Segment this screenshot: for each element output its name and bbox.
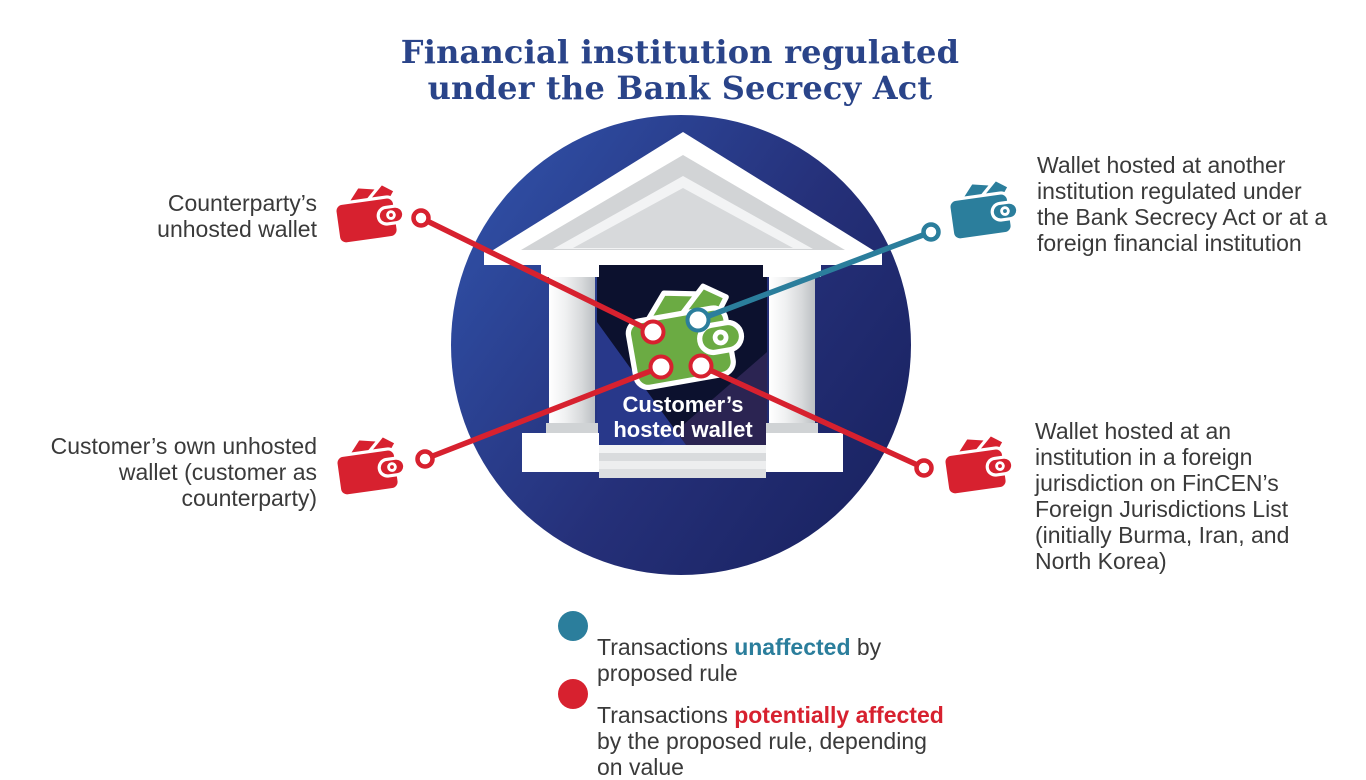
legend-prefix: Transactions bbox=[597, 702, 735, 728]
diagram-title: Financial institution regulated under th… bbox=[400, 33, 960, 107]
bank-building-icon bbox=[484, 132, 882, 478]
ring-top-left bbox=[411, 208, 431, 228]
line-counterparty-unhosted bbox=[419, 215, 655, 335]
line-customer-own-unhosted bbox=[424, 364, 662, 462]
bank-steps bbox=[599, 445, 766, 478]
legend-item-potentially-affected: Transactions potentially affected by the… bbox=[558, 676, 957, 780]
line-foreign-jurisdiction bbox=[699, 363, 926, 471]
bank-pediment bbox=[484, 132, 882, 265]
legend-dot-teal bbox=[558, 611, 588, 641]
bank-column-right bbox=[763, 265, 843, 472]
callout-foreign-jurisdiction: Wallet hosted at an institution in a for… bbox=[1035, 418, 1290, 574]
anchor-ring-bottom-right bbox=[688, 353, 714, 379]
legend-suffix: by the proposed rule, depending on value bbox=[597, 728, 927, 780]
legend-item-unaffected: Transactions unaffected by proposed rule bbox=[558, 608, 957, 686]
legend-prefix: Transactions bbox=[597, 634, 735, 660]
legend-highlight-potentially-affected: potentially affected bbox=[734, 702, 944, 728]
callout-customer-own-unhosted: Customer’s own unhosted wallet (customer… bbox=[50, 433, 317, 511]
callout-hosted-other-institution: Wallet hosted at another institution reg… bbox=[1037, 152, 1328, 256]
hosted-wallet-label: Customer’s hosted wallet bbox=[613, 392, 753, 442]
ring-top-right bbox=[921, 222, 941, 242]
transaction-lines bbox=[419, 215, 932, 471]
anchor-ring-top-left bbox=[640, 319, 666, 345]
legend-dot-red bbox=[558, 679, 588, 709]
legend-suffix: by proposed rule bbox=[597, 634, 882, 686]
ring-bottom-right bbox=[914, 458, 934, 478]
ring-bottom-left bbox=[415, 449, 435, 469]
callout-counterparty-unhosted: Counterparty’s unhosted wallet bbox=[157, 190, 317, 242]
legend-highlight-unaffected: unaffected bbox=[734, 634, 851, 660]
line-hosted-other-institution bbox=[697, 229, 932, 323]
anchor-ring-teal bbox=[685, 307, 711, 333]
wallet-anchor-rings bbox=[640, 307, 714, 380]
outer-connector-rings bbox=[411, 208, 941, 478]
red-wallet-icon-top-left bbox=[330, 179, 409, 247]
teal-wallet-icon-top-right bbox=[944, 175, 1023, 243]
red-wallet-icon-bottom-right bbox=[939, 430, 1018, 498]
red-wallet-icon-bottom-left bbox=[331, 431, 410, 499]
anchor-ring-bottom-left bbox=[648, 354, 674, 380]
legend-text-potentially-affected: Transactions potentially affected by the… bbox=[597, 676, 957, 780]
legend-text-unaffected: Transactions unaffected by proposed rule bbox=[597, 608, 957, 686]
